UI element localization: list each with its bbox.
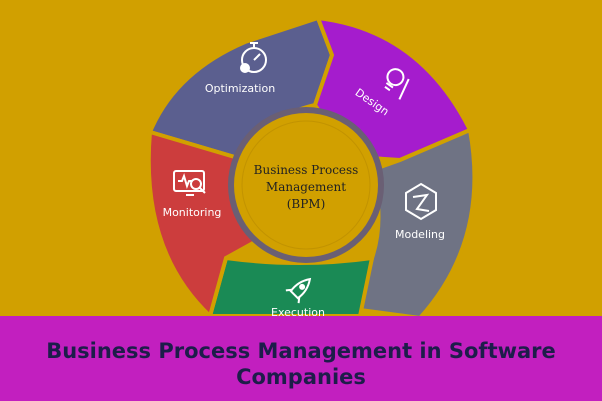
center-line-2: Management (266, 180, 346, 194)
banner-title-line-1: Business Process Management in Software (46, 339, 556, 363)
title-banner (0, 316, 602, 401)
center-line-1: Business Process (254, 163, 359, 177)
monitor-magnifier-icon (173, 170, 206, 196)
label-modeling: Modeling (395, 228, 445, 241)
banner-title: Business Process Management in Software … (0, 338, 602, 390)
banner-title-line-2: Companies (236, 365, 366, 389)
label-execution: Execution (271, 306, 325, 319)
label-monitoring: Monitoring (163, 206, 222, 219)
center-line-3: (BPM) (287, 197, 326, 211)
cube-path-icon (405, 182, 437, 221)
center-disc (241, 120, 371, 250)
label-optimization: Optimization (205, 82, 275, 95)
stopwatch-gear-icon (240, 42, 267, 73)
pencil-bulb-icon (384, 68, 410, 100)
rocket-icon (285, 277, 312, 304)
